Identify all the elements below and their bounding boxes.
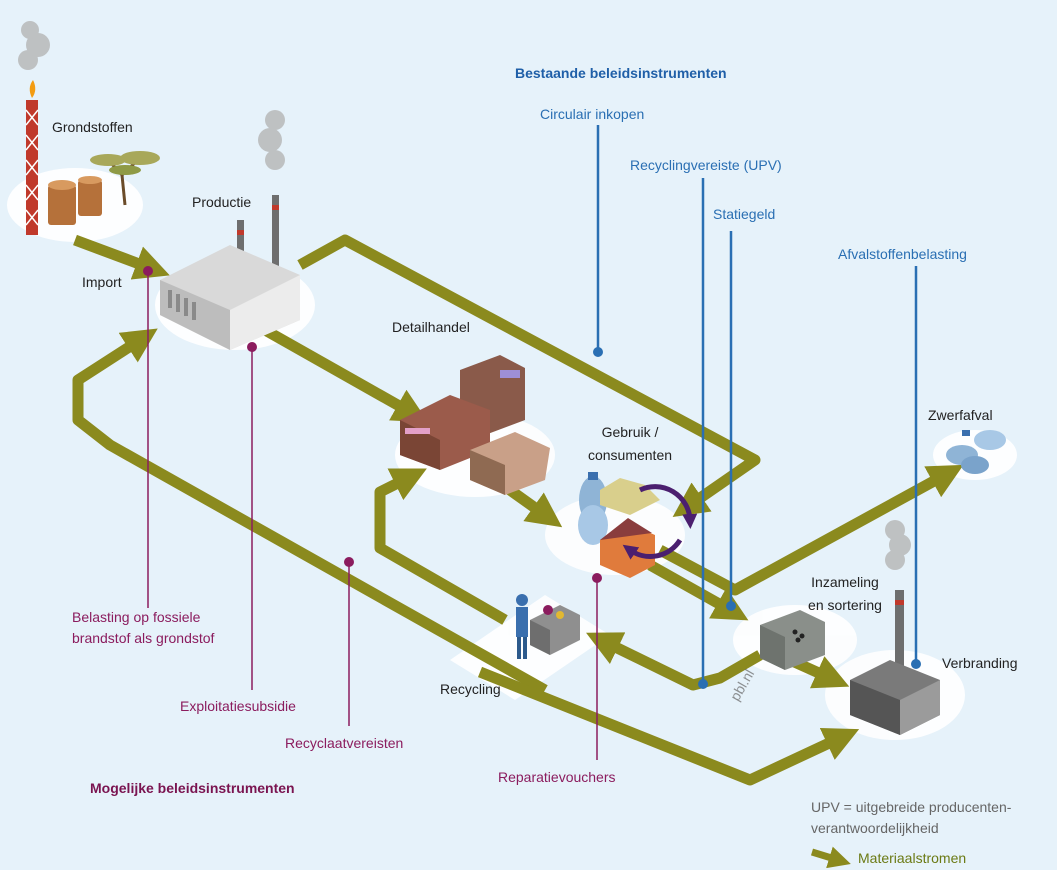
recycling-illustration [516,594,580,659]
flow-recycling-detail [374,468,508,625]
footnote-line1: UPV = uitgebreide producenten- [811,799,1012,815]
label-inzameling-line2: en sortering [808,597,882,613]
label-recyclingvereiste: Recyclingvereiste (UPV) [630,157,782,173]
flow-to-verbranding [477,666,860,786]
material-flows [72,234,964,786]
label-productie: Productie [192,194,251,210]
label-circulair-inkopen: Circulair inkopen [540,106,644,122]
instrument-dot-statiegeld [726,601,736,611]
label-gebruik-line1: Gebruik / [602,424,659,440]
label-inzameling-line1: Inzameling [811,574,879,590]
inzameling-illustration [760,610,825,670]
instrument-dot-recyclingvereiste [698,679,708,689]
label-reparatievouchers: Reparatievouchers [498,769,616,785]
instrument-dot-exploitatiesubsidie [247,342,257,352]
gebruik-illustration [578,472,698,578]
heading-existing-instruments: Bestaande beleidsinstrumenten [515,65,727,81]
heading-possible-instruments: Mogelijke beleidsinstrumenten [90,780,295,796]
instrument-dot-recyclaatvereisten [344,557,354,567]
label-recyclaatvereisten: Recyclaatvereisten [285,735,403,751]
flow-productie-loop [297,234,761,518]
flow-detail-gebruik [506,485,563,528]
possible-instrument-lines [147,271,598,760]
label-statiegeld: Statiegeld [713,206,775,222]
label-verbranding: Verbranding [942,655,1018,671]
instrument-dot-reparatievouchers [592,573,602,583]
label-belasting-line2: brandstof als grondstof [72,630,215,646]
instrument-dot-afvalstoffenbelasting [911,659,921,669]
footnote-line2: verantwoordelijkheid [811,820,939,836]
zwerfafval-illustration [946,430,1006,474]
existing-instrument-lines [596,125,918,684]
instrument-dot-belasting [143,266,153,276]
legend: Materiaalstromen [810,846,966,869]
label-gebruik-line2: consumenten [588,447,672,463]
label-belasting-line1: Belasting op fossiele [72,609,201,625]
flow-productie-detailhandel [262,325,429,423]
grondstoffen-illustration [18,21,160,235]
label-grondstoffen: Grondstoffen [52,119,133,135]
flow-gebruik-inzameling [647,560,749,621]
flow-grondstoffen-productie [73,234,170,280]
flow-recycling-productie [72,328,548,695]
label-import: Import [82,274,122,290]
label-exploitatiesubsidie: Exploitatiesubsidie [180,698,296,714]
legend-flow-arrow [810,846,851,869]
verbranding-illustration [850,520,940,735]
detailhandel-illustration [400,355,550,495]
label-detailhandel: Detailhandel [392,319,470,335]
label-afvalstoffenbelasting: Afvalstoffenbelasting [838,246,967,262]
productie-illustration [160,110,300,350]
instrument-dot-circulair-inkopen [593,347,603,357]
legend-materiaalstromen: Materiaalstromen [858,850,966,866]
label-recycling: Recycling [440,681,501,697]
label-zwerfafval: Zwerfafval [928,407,993,423]
